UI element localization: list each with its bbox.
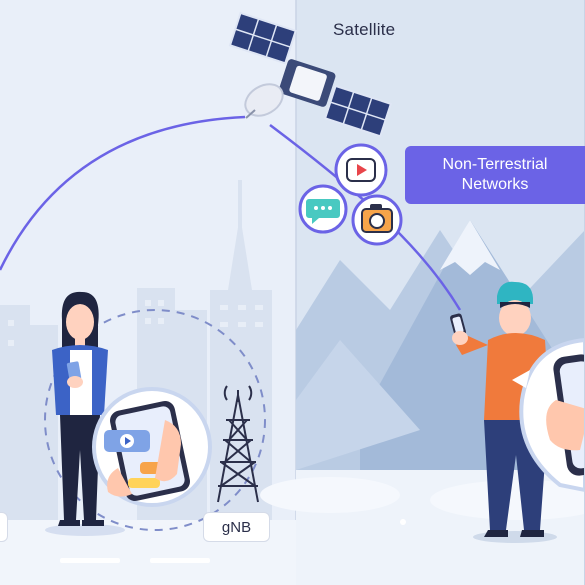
ntn-label-line1: Non-Terrestrial	[442, 156, 548, 173]
video-play-icon	[334, 143, 388, 197]
man-phone-bubble	[512, 337, 585, 493]
woman-figure	[45, 291, 125, 536]
skyline-windows	[8, 300, 263, 346]
gnb-label: gNB	[203, 512, 270, 542]
ntn-label-box: Non-Terrestrial Networks	[405, 146, 585, 204]
satellite-icon	[228, 11, 393, 138]
cell-tower-icon	[217, 385, 259, 503]
chat-bubble-icon	[298, 184, 348, 234]
camera-icon	[351, 194, 403, 246]
satellite-label: Satellite	[333, 20, 396, 39]
coverage-dashed-ring	[44, 309, 266, 531]
snowflake-icon	[400, 519, 406, 525]
left-label-tag	[0, 512, 8, 542]
road-marking	[150, 558, 210, 563]
road-marking	[60, 558, 120, 563]
woman-phone-bubble	[92, 387, 212, 507]
signal-arc-left	[0, 115, 246, 271]
ntn-label-line2: Networks	[461, 176, 529, 193]
